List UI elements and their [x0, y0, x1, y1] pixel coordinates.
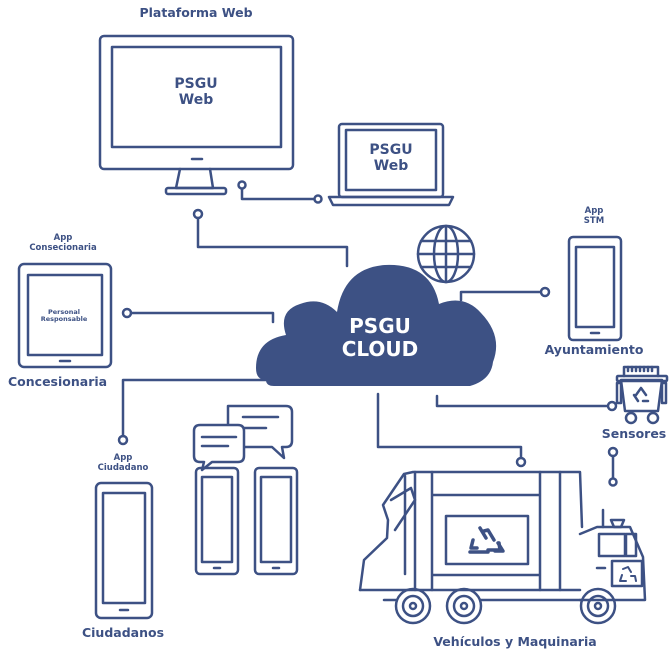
app-conc-line-1: App: [53, 233, 73, 243]
garbage-truck-icon: [358, 470, 647, 625]
phone-icon: [194, 466, 240, 576]
ciudadanos-label: Ciudadanos: [81, 625, 165, 640]
vehiculos-label: Vehículos y Maquinaria: [433, 634, 597, 649]
laptop-line-1: PSGU: [369, 142, 413, 158]
phone-icon: [253, 466, 299, 576]
monitor-line-1: PSGU: [174, 76, 218, 92]
phone-icon: [94, 481, 154, 620]
tablet-line-2: Responsable: [40, 315, 88, 324]
ayuntamiento-label: Ayuntamiento: [544, 342, 644, 357]
app-stm-line-1: App: [584, 206, 604, 216]
app-concesionaria-label: App Consecionaria: [29, 233, 97, 254]
sensor-container-icon: [615, 365, 669, 425]
connector-cloud-sensores: [435, 394, 618, 412]
cloud-line-2: CLOUD: [341, 337, 419, 361]
tablet-line-1: Personal: [48, 308, 80, 316]
sensores-label: Sensores: [601, 426, 667, 441]
globe-icon: [416, 224, 476, 284]
laptop-screen-title: PSGU Web: [369, 142, 412, 174]
connector-sensor-truck: [607, 446, 619, 487]
tablet-icon: [17, 262, 113, 369]
app-stm-line-2: STM: [583, 215, 605, 226]
connector-cloud-truck: [376, 392, 527, 468]
connector-monitor-laptop: [237, 180, 323, 204]
laptop-line-2: Web: [373, 158, 409, 175]
monitor-line-2: Web: [178, 92, 214, 109]
recycle-icon: [468, 526, 505, 554]
connector-cloud-stm: [459, 286, 551, 302]
plataforma-web-label: Plataforma Web: [139, 5, 253, 20]
cloud-line-1: PSGU: [349, 314, 411, 338]
tablet-screen-text: Personal Responsable: [40, 308, 88, 324]
cloud-icon: [256, 264, 497, 386]
phone-icon: [567, 235, 623, 342]
app-ciud-line-2: Ciudadano: [97, 462, 149, 473]
app-ciud-line-1: App: [113, 453, 133, 463]
concesionaria-label: Concesionaria: [8, 374, 108, 389]
monitor-screen-title: PSGU Web: [174, 76, 217, 108]
app-stm-label: App STM: [583, 206, 605, 227]
connector-monitor-cloud: [192, 208, 349, 268]
laptop-icon: [327, 122, 455, 207]
app-ciudadano-label: App Ciudadano: [97, 453, 149, 474]
connector-tablet-cloud: [121, 307, 275, 324]
chat-bubbles-icon: [192, 404, 294, 472]
cloud-label: PSGU CLOUD: [342, 315, 419, 361]
recycle-icon: [619, 566, 637, 582]
app-conc-line-2: Consecionaria: [29, 242, 97, 253]
monitor-icon: [98, 34, 295, 196]
